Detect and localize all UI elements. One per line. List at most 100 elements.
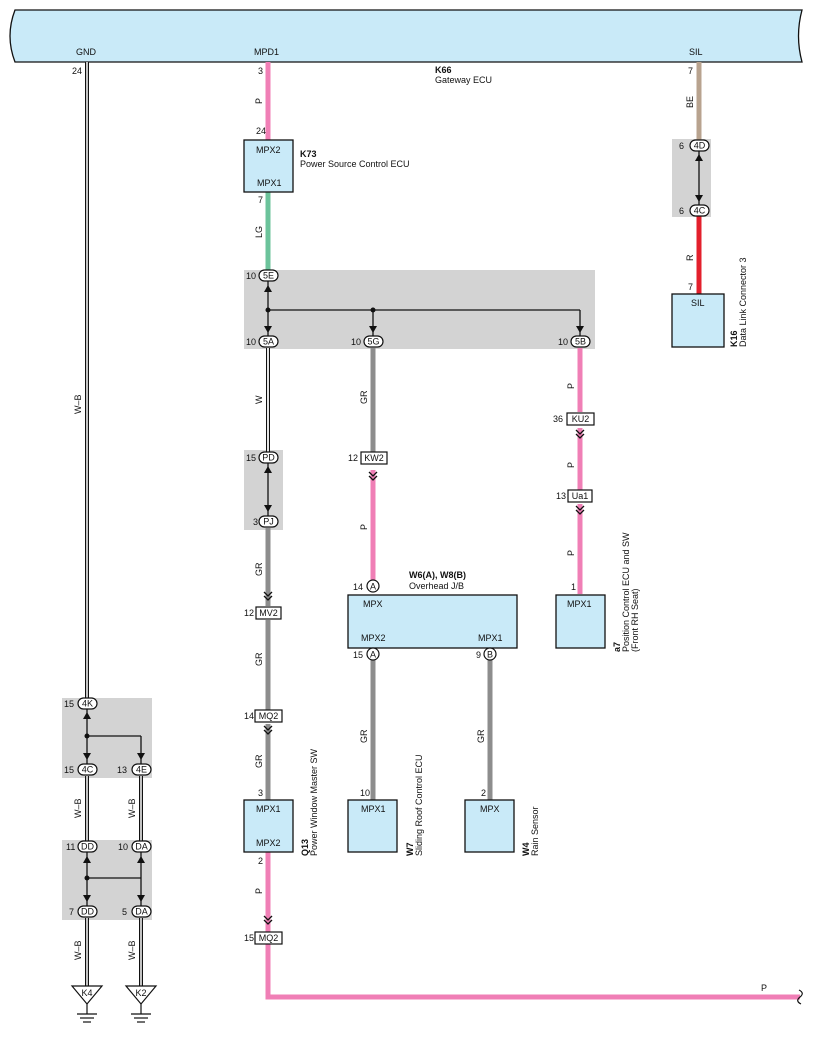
k73-name: Power Source Control ECU <box>300 159 410 169</box>
ground-k4: K4 <box>70 985 104 1023</box>
wire-label-gr-3: GR <box>254 652 264 666</box>
svg-text:K4: K4 <box>81 988 92 998</box>
wire-gnd-wb <box>85 62 143 986</box>
junction-connector-5g: 5G <box>363 335 384 348</box>
pin-pj: 3 <box>253 517 258 527</box>
w6-connector-a-top: A <box>366 579 380 593</box>
k73-top-pin: MPX2 <box>256 145 281 155</box>
k16-id: K16 <box>729 330 739 347</box>
junction-connector-5b: 5B <box>570 335 591 348</box>
a7-mpx1-label: MPX1 <box>567 599 592 609</box>
pin-ku2: 36 <box>553 414 563 424</box>
w7-pin-number: 10 <box>360 788 370 798</box>
junction-connector-da-bottom: DA <box>131 905 152 918</box>
svg-text:DD: DD <box>81 907 94 917</box>
junction-connector-5a: 5A <box>258 335 279 348</box>
q13-mpx1-label: MPX1 <box>256 804 281 814</box>
q13-pin-bottom-number: 2 <box>258 856 263 866</box>
svg-text:5G: 5G <box>367 337 379 347</box>
wire-label-gr-4: GR <box>254 754 264 768</box>
w6-id: W6(A), W8(B) <box>409 570 466 580</box>
pin-ua1: 13 <box>556 491 566 501</box>
wire-label-gr-6: GR <box>476 729 486 743</box>
wire-label-p-4: P <box>566 550 576 556</box>
k73-pin-bottom-number: 7 <box>258 195 263 205</box>
svg-text:K2: K2 <box>135 988 146 998</box>
wire-label-wb-5: W–B <box>127 940 137 960</box>
junction-connector-4c-sil: 4C <box>689 204 710 217</box>
w4-mpx-label: MPX <box>480 804 500 814</box>
wire-label-wb-1: W–B <box>73 394 83 414</box>
pin-4k: 15 <box>64 699 74 709</box>
junction-connector-pj: PJ <box>258 515 279 528</box>
junction-connector-da-top: DA <box>131 840 152 853</box>
w7-id: W7 <box>405 843 415 857</box>
junction-connector-pd: PD <box>258 451 279 464</box>
pin-4e: 13 <box>117 765 127 775</box>
svg-text:MQ2: MQ2 <box>259 933 279 943</box>
w6-mpx2-label: MPX2 <box>361 633 386 643</box>
k16-pin-number: 7 <box>688 282 693 292</box>
w4-name: Rain Sensor <box>530 806 540 856</box>
inline-connector-mq2-a: MQ2 <box>254 709 283 723</box>
wire-label-p-5: P <box>359 524 369 530</box>
pin-5g: 10 <box>351 337 361 347</box>
junction-area-4d <box>672 139 711 217</box>
mpd1-pin-number: 3 <box>258 66 263 76</box>
w4-pin-number: 2 <box>481 788 486 798</box>
svg-text:4E: 4E <box>136 765 147 775</box>
q13-pin-top-number: 3 <box>258 788 263 798</box>
wire-label-wb-4: W–B <box>73 940 83 960</box>
junction-connector-dd-top: DD <box>77 840 98 853</box>
gateway-ecu-name: Gateway ECU <box>435 75 492 85</box>
pin-5a: 10 <box>246 337 256 347</box>
w6-overhead-junction-block <box>347 594 518 649</box>
w6-pin-top: 14 <box>353 582 363 592</box>
pin-pd: 15 <box>246 453 256 463</box>
a7-id: a7 <box>612 642 622 652</box>
wire-label-wb-2: W–B <box>73 798 83 818</box>
k16-name: Data Link Connector 3 <box>738 257 748 347</box>
q13-name: Power Window Master SW <box>309 748 319 856</box>
pin-mq2-b: 15 <box>244 933 254 943</box>
pin-mq2-a: 14 <box>244 711 254 721</box>
pin-dd-bottom: 7 <box>69 907 74 917</box>
svg-text:PD: PD <box>262 453 275 463</box>
pin-dd-top: 11 <box>66 842 75 852</box>
wire-label-gr-2: GR <box>254 562 264 576</box>
w6-mpx-label: MPX <box>363 599 383 609</box>
wire-label-gr-5: GR <box>359 729 369 743</box>
wire-label-gr-1: GR <box>359 390 369 404</box>
k73-pin-top-number: 24 <box>256 126 266 136</box>
k73-power-source-control-ecu <box>243 139 294 193</box>
pin-5e: 10 <box>246 271 256 281</box>
junction-connector-dd-bottom: DD <box>77 905 98 918</box>
junction-connector-4c: 4C <box>77 763 98 776</box>
wire-label-p-3: P <box>566 462 576 468</box>
pin-mv2: 12 <box>244 608 254 618</box>
svg-text:A: A <box>370 582 376 592</box>
k16-sil-label: SIL <box>691 298 705 308</box>
junction-connector-4e: 4E <box>131 763 152 776</box>
pin-kw2: 12 <box>348 453 358 463</box>
junction-connector-5e: 5E <box>258 269 279 282</box>
wire-label-lg: LG <box>254 226 264 238</box>
sil-pin-label: SIL <box>689 47 703 57</box>
w6-name: Overhead J/B <box>409 581 464 591</box>
wire-label-wb-3: W–B <box>127 798 137 818</box>
k73-id: K73 <box>300 149 317 159</box>
w7-mpx1-label: MPX1 <box>361 804 386 814</box>
a7-name: Position Control ECU and SW <box>621 532 631 652</box>
w7-sliding-roof-control-ecu <box>347 799 398 853</box>
inline-connector-mq2-b: MQ2 <box>254 931 283 945</box>
gnd-pin-label: GND <box>76 47 97 57</box>
junction-connector-4k: 4K <box>77 697 98 710</box>
svg-text:5E: 5E <box>263 271 274 281</box>
wire-label-p-6: P <box>254 888 264 894</box>
pin-da-top: 10 <box>118 842 128 852</box>
pin-5b: 10 <box>558 337 568 347</box>
wire-label-be: BE <box>685 96 695 108</box>
pin-da-bottom: 5 <box>122 907 127 917</box>
a7-pin-number: 1 <box>571 582 576 592</box>
